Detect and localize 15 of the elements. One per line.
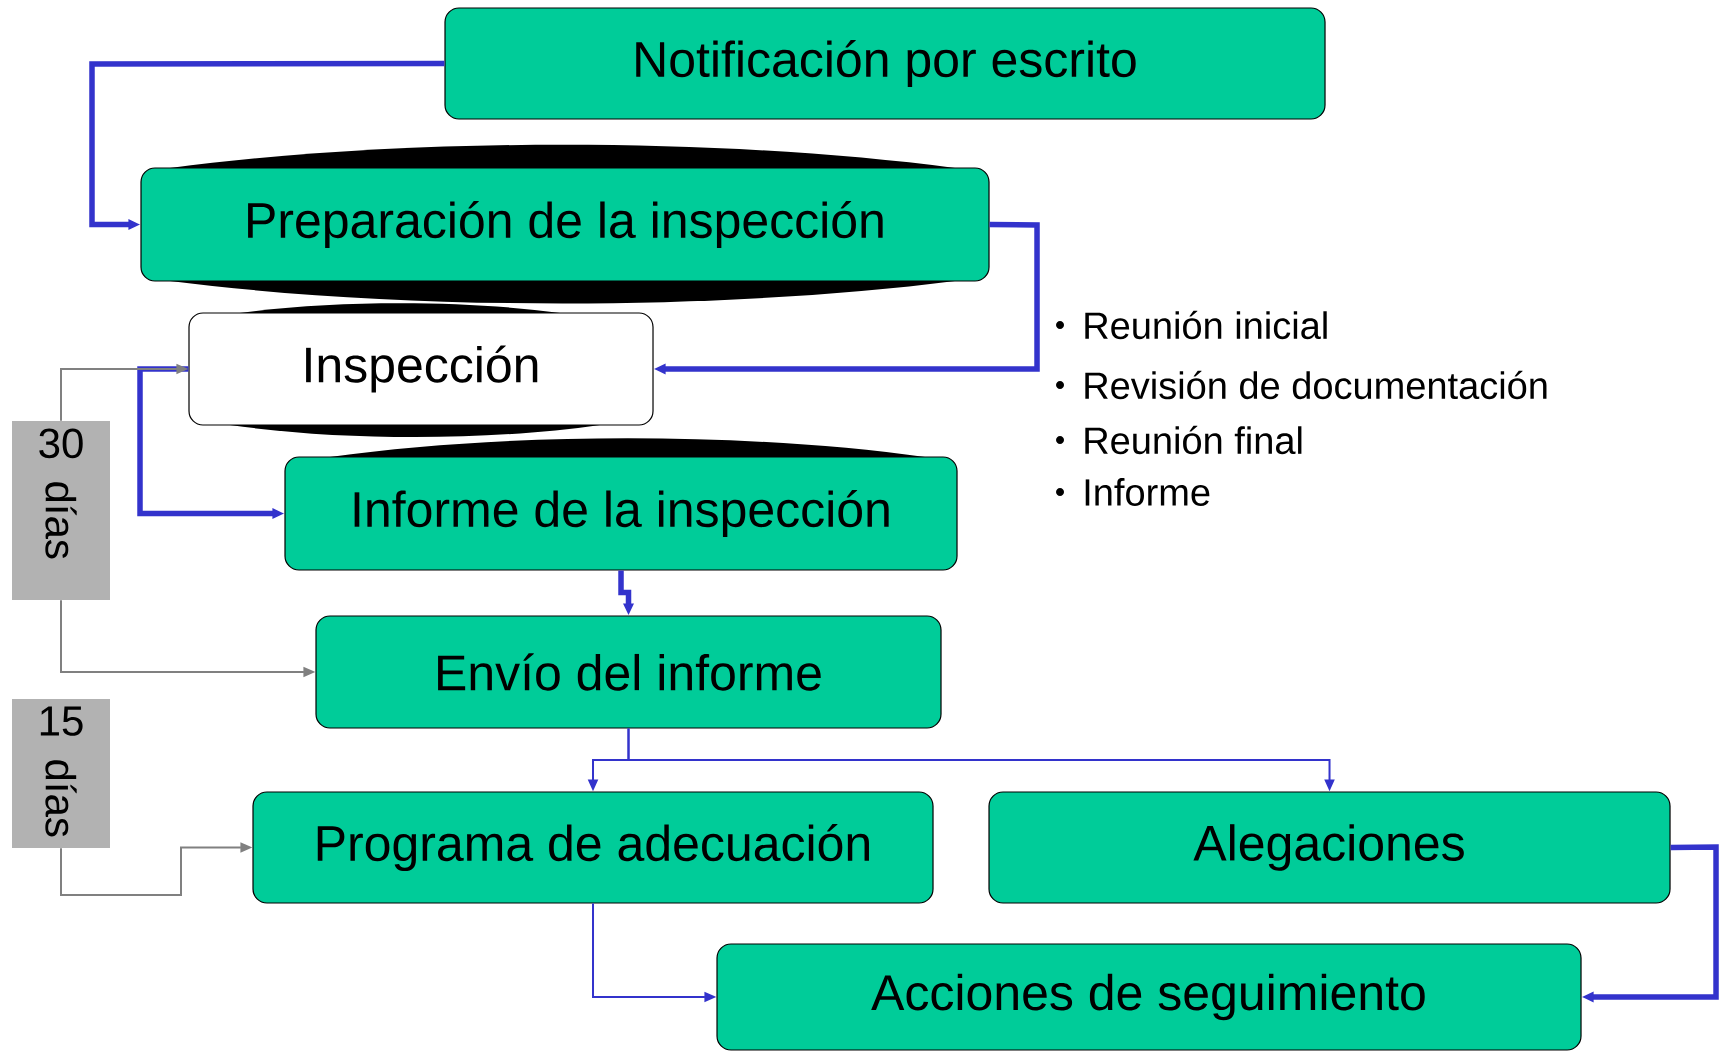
- process-box: Envío del informe: [315, 615, 942, 729]
- process-box: Programa de adecuación: [252, 791, 934, 904]
- arrow: [89, 60, 445, 230]
- bullet-item: Informe: [1056, 478, 1210, 506]
- process-box: Inspección: [188, 312, 654, 426]
- bullet-item: Reunión final: [1056, 425, 1302, 455]
- duration-box: 15 días: [12, 699, 110, 848]
- bullet-item: Reunión inicial: [1056, 310, 1327, 340]
- process-box: Preparación de la inspección: [140, 167, 990, 282]
- process-box: Alegaciones: [988, 791, 1671, 904]
- process-box: Notificación por escrito: [444, 7, 1326, 120]
- duration-box: 30 días: [12, 421, 110, 600]
- process-box: Informe de la inspección: [284, 456, 958, 571]
- process-box: Acciones de seguimiento: [716, 943, 1582, 1051]
- bullet-item: Revisión de documentación: [1056, 370, 1547, 400]
